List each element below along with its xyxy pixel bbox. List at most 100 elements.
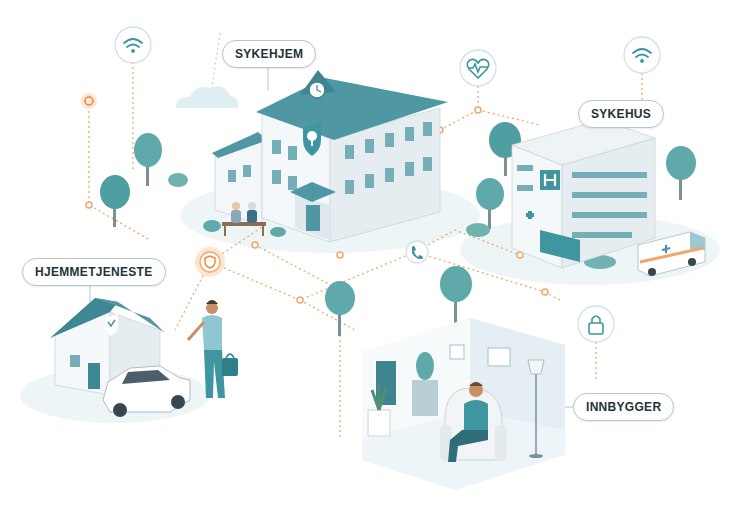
hospital-building-part: [540, 230, 580, 262]
hospital-building-part: [540, 170, 560, 190]
care-worker: [188, 300, 238, 398]
label-text: SYKEHJEM: [235, 47, 303, 61]
hospital-building-part: [545, 174, 555, 186]
network-dot-part: [542, 289, 548, 295]
armchair-resident: [440, 382, 507, 462]
network-line-part: [415, 252, 545, 292]
network-dot-part: [475, 107, 481, 113]
living-room-part: [368, 410, 390, 436]
network-line-part: [440, 86, 478, 130]
network-line-part: [255, 245, 340, 290]
care-worker-part: [222, 358, 238, 376]
heart-icon-part: [467, 59, 489, 78]
icon-badge: [115, 27, 660, 342]
nursing-home-building-part-part: [405, 127, 414, 141]
hospital-building-part-part: [572, 212, 647, 218]
hospital-building-part: [526, 211, 534, 219]
network-dot-part: [517, 252, 523, 258]
care-worker-part: [188, 322, 204, 340]
nursing-home-building-part-part: [385, 168, 394, 182]
network-dot-part: [86, 202, 92, 208]
care-worker-part: [226, 354, 234, 358]
nursing-home-building-part-part: [405, 162, 414, 176]
home-house-part: [70, 355, 80, 367]
ambulance-part: [648, 268, 656, 276]
label-text: INNBYGGER: [586, 400, 661, 414]
bench-with-residents-part: [262, 226, 264, 236]
nursing-home-building-part-part: [345, 180, 354, 194]
nursing-home-building-part: [309, 82, 325, 98]
bench-with-residents-part: [270, 227, 286, 237]
icon-badge-part: [624, 37, 660, 73]
tree-part: [666, 146, 696, 180]
tree-part: [134, 133, 162, 167]
nursing-home-building-part-part: [288, 176, 297, 190]
car-part: [113, 403, 127, 417]
living-room-part: [488, 348, 510, 366]
cloud: [176, 86, 238, 108]
phone-icon: [412, 246, 423, 259]
nursing-home-building-part-part: [243, 165, 251, 177]
home-house-part: [55, 312, 110, 395]
hospital-building-part-part: [572, 172, 647, 178]
cloud-part: [176, 86, 238, 108]
lock-icon: [589, 316, 603, 334]
care-worker-part: [204, 350, 225, 398]
label-text: HJEMMETJENESTE: [35, 265, 153, 279]
nursing-home-building-part-part: [345, 145, 354, 159]
network-dot-part: [252, 242, 258, 248]
home-care-label: HJEMMETJENESTE: [22, 258, 166, 286]
network-line: [89, 62, 642, 440]
signal-dot-part: [81, 93, 97, 109]
armchair-resident-part: [469, 382, 483, 386]
bench-with-residents-part: [224, 226, 226, 236]
living-room-part: [416, 352, 434, 380]
armchair-resident-part: [448, 430, 488, 462]
living-room-part: [529, 454, 543, 458]
nursing-home-building-part: [303, 122, 321, 156]
nursing-home-building-part-part: [423, 122, 432, 136]
nursing-home-building-part-part: [272, 170, 281, 184]
nursing-home-building-part: [228, 122, 432, 194]
signal-dot: [81, 93, 97, 109]
network-line-part: [89, 101, 150, 240]
hospital-label: SYKEHUS: [578, 100, 664, 128]
signal-dot-part: [85, 97, 93, 105]
bench-with-residents-part: [248, 202, 256, 210]
nursing-home-building-part-part: [365, 174, 374, 188]
living-room-part: [450, 345, 464, 359]
living-room-part: [412, 380, 438, 416]
bench-with-residents-part: [232, 202, 240, 210]
armchair-resident-part: [469, 383, 483, 397]
nursing-home-label: SYKEHJEM: [222, 40, 316, 68]
icon-badge-part: [460, 50, 496, 86]
living-room: [362, 318, 565, 490]
nursing-home-building-part-part: [272, 140, 281, 154]
wifi-icon: [124, 39, 651, 62]
home-house-part: [50, 298, 118, 338]
hospital-building-part-part: [572, 232, 632, 238]
tree-part: [168, 173, 188, 187]
tree-part: [466, 223, 490, 237]
hospital-building: [512, 120, 705, 276]
network-line-part: [595, 342, 596, 380]
bench-with-residents-part: [231, 210, 241, 223]
home-house-part: [105, 314, 118, 336]
hospital-building-part-part: [517, 165, 533, 171]
nursing-home-building-part: [311, 138, 313, 146]
wifi-icon-part: [641, 60, 643, 62]
wifi-icon-part: [633, 49, 651, 53]
bench-with-residents: [203, 202, 286, 237]
nursing-home-building-part: [256, 78, 448, 140]
hospital-building-part: [517, 165, 647, 238]
nursing-home-building-part: [262, 112, 330, 242]
phone-icon-part: [412, 246, 423, 259]
shield-security-icon-part: [195, 247, 225, 277]
icon-badge-part: [406, 241, 428, 263]
ambulance-part: [662, 245, 670, 253]
network-dot-part: [297, 297, 303, 303]
home-house-part: [88, 363, 100, 389]
car-part: [171, 395, 185, 409]
living-room-part: [528, 360, 544, 374]
